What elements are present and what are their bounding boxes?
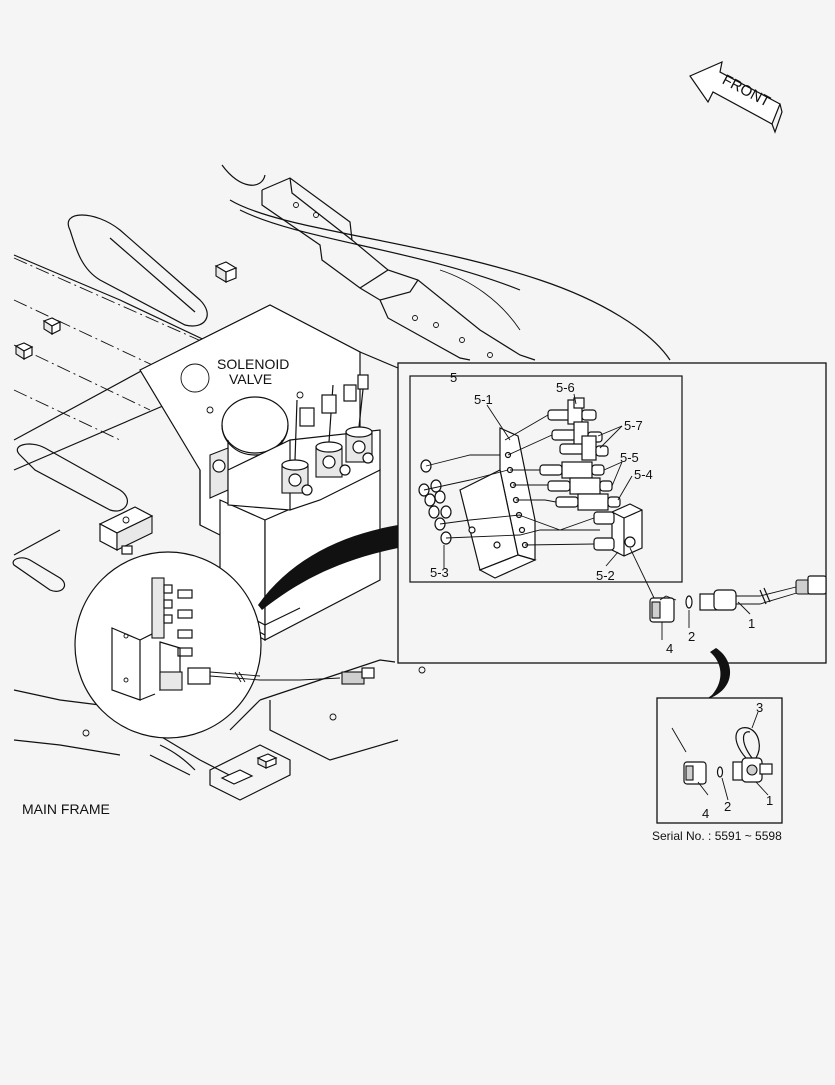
serial-detail-connector: [705, 648, 731, 700]
callout-5: 5: [450, 370, 457, 385]
tee-fitting-5-7: [551, 421, 609, 461]
adapter-5-5: [539, 461, 613, 495]
serial-callout-1: 1: [766, 793, 773, 808]
callout-4: 4: [666, 641, 673, 656]
callout-2: 2: [688, 629, 695, 644]
tee-fitting-5-6: [547, 397, 597, 425]
main-frame-label: MAIN FRAME: [22, 801, 110, 817]
connector-4: [649, 595, 677, 623]
bolt-block: [214, 261, 238, 283]
detail-box-main: [397, 362, 827, 664]
detail-connector: [258, 525, 398, 610]
callout-1: 1: [748, 616, 755, 631]
bolt-block: [14, 342, 34, 360]
pressure-switch-1-alt: [732, 727, 773, 783]
block-5-2: [593, 503, 643, 557]
bolt-block: [42, 317, 62, 335]
front-direction-arrow: FRONT: [689, 60, 783, 134]
serial-number-label: Serial No. : 5591 ~ 5598: [652, 829, 782, 843]
o-ring-2-alt: [716, 766, 724, 778]
serial-callout-3: 3: [756, 700, 763, 715]
pressure-switch-1: [699, 575, 827, 611]
clamp-block: [98, 506, 154, 555]
adapter-5-4: [555, 493, 621, 511]
solenoid-valve-label-line1: SOLENOID: [217, 356, 289, 372]
serial-callout-2: 2: [724, 799, 731, 814]
detail-box-serial: [656, 697, 783, 824]
solenoid-coil: [315, 384, 343, 478]
detail-magnifier: [74, 551, 375, 739]
serial-callout-4: 4: [702, 806, 709, 821]
solenoid-valve-label-line2: VALVE: [229, 371, 272, 387]
o-ring-2: [685, 595, 693, 609]
solenoid-valve-assembly: [209, 374, 381, 511]
callout-5-6: 5-6: [556, 380, 575, 395]
callout-5-3: 5-3: [430, 565, 449, 580]
callout-5-2: 5-2: [596, 568, 615, 583]
callout-5-7: 5-7: [624, 418, 643, 433]
connector-4-alt: [683, 761, 707, 785]
callout-5-1: 5-1: [474, 392, 493, 407]
callout-5-4: 5-4: [634, 467, 653, 482]
mounting-bracket: [459, 427, 537, 579]
callout-5-5: 5-5: [620, 450, 639, 465]
